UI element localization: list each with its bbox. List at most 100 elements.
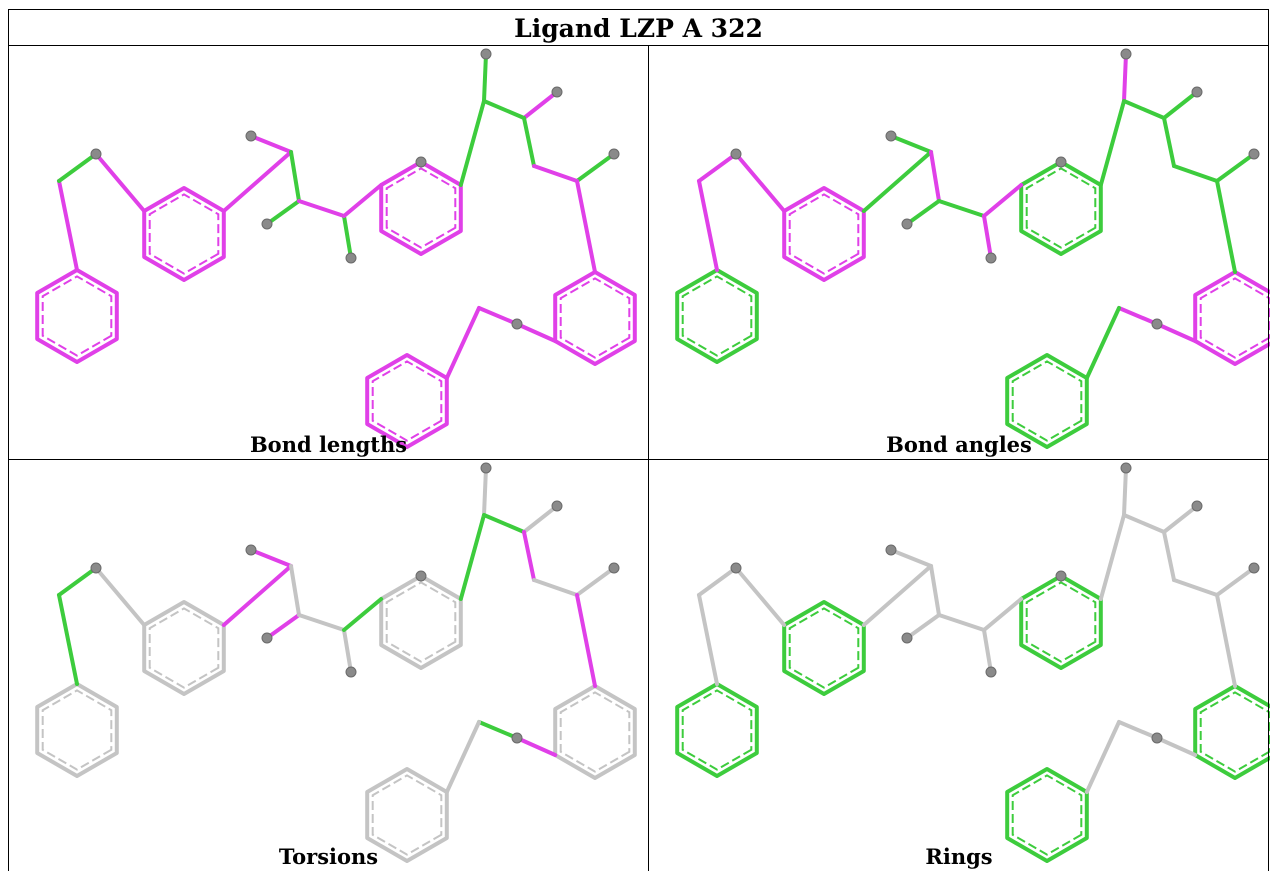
bond-9 [982, 214, 993, 260]
bond-3 [94, 152, 147, 213]
ring-3-aromatic-dash [385, 167, 457, 249]
bond-6 [929, 564, 941, 617]
atom-9 [1151, 732, 1163, 744]
atom-4 [345, 252, 357, 264]
bond-8 [937, 613, 986, 632]
atom-2 [885, 544, 897, 556]
atom-3 [261, 218, 273, 230]
bond-6 [929, 150, 941, 203]
bond-19 [515, 736, 558, 757]
bond-17 [575, 566, 616, 597]
bond-10 [982, 183, 1024, 218]
caption-torsions: Torsions [278, 844, 379, 869]
ring-4-aromatic-dash [1199, 277, 1270, 359]
bond-1 [57, 179, 79, 272]
ring-2 [142, 186, 226, 282]
bond-6 [289, 150, 301, 203]
ring-2-aromatic-dash [788, 193, 860, 275]
atom-2 [245, 544, 257, 556]
bond-1 [697, 593, 719, 686]
bond-21 [1084, 306, 1121, 380]
caption-rings: Rings [925, 844, 993, 869]
atom-5 [415, 156, 427, 168]
atom-9 [511, 318, 523, 330]
caption-bond-lengths: Bond lengths [249, 432, 408, 457]
ring-5-aromatic-dash [371, 774, 443, 856]
molecule [675, 48, 1270, 449]
bond-4 [861, 150, 933, 213]
ring-5-aromatic-dash [1011, 360, 1083, 442]
ring-3 [379, 160, 463, 256]
bond-18 [575, 179, 597, 274]
bond-15 [522, 530, 536, 582]
table-title-cell: Ligand LZP A 322 [8, 9, 1269, 46]
atom-3 [901, 218, 913, 230]
ring-2-aromatic-dash [148, 607, 220, 689]
atom-9 [511, 732, 523, 744]
ring-4 [553, 684, 637, 780]
bond-15 [522, 116, 536, 168]
bond-21 [444, 306, 481, 380]
bond-9 [982, 628, 993, 674]
atom-5 [1055, 156, 1067, 168]
bond-10 [342, 183, 384, 218]
atom-7 [551, 86, 563, 98]
bond-17 [575, 152, 616, 183]
atom-6 [480, 48, 492, 60]
ring-4-aromatic-dash [559, 277, 631, 359]
bond-3 [734, 566, 787, 627]
atom-6 [1120, 48, 1132, 60]
panel-torsions: Torsions [8, 460, 648, 871]
bond-4 [221, 564, 293, 627]
atom-7 [551, 500, 563, 512]
bond-8 [297, 199, 346, 218]
ring-4 [1193, 684, 1270, 780]
bond-14 [1162, 90, 1199, 120]
atom-9 [1151, 318, 1163, 330]
bond-14 [1162, 504, 1199, 534]
ring-2 [782, 600, 866, 696]
atom-1 [90, 148, 102, 160]
atom-3 [901, 632, 913, 644]
atom-7 [1191, 500, 1203, 512]
bond-11 [1098, 513, 1126, 601]
ring-3-aromatic-dash [1025, 167, 1097, 249]
bond-19 [1155, 736, 1198, 757]
bond-10 [342, 597, 384, 632]
ring-3-aromatic-dash [1025, 581, 1097, 663]
bond-10 [982, 597, 1024, 632]
molecule [675, 462, 1270, 863]
atom-1 [90, 562, 102, 574]
bond-15 [1162, 530, 1176, 582]
bond-14 [522, 90, 559, 120]
bond-7 [265, 199, 301, 226]
bond-3 [734, 152, 787, 213]
bond-20 [1117, 306, 1159, 326]
molecule-diagram-rings [675, 462, 1270, 863]
ring-2-aromatic-dash [788, 607, 860, 689]
ring-2 [142, 600, 226, 696]
ring-5-aromatic-dash [1011, 774, 1083, 856]
panel-rings: Rings [648, 460, 1270, 871]
bond-17 [1215, 152, 1256, 183]
bond-8 [297, 613, 346, 632]
bond-6 [289, 564, 301, 617]
bond-13 [482, 99, 526, 120]
atom-4 [985, 252, 997, 264]
bond-5 [249, 548, 293, 568]
ring-1-aromatic-dash [681, 689, 753, 771]
ring-3 [1019, 574, 1103, 670]
atom-8 [608, 148, 620, 160]
bond-21 [444, 720, 481, 794]
bond-7 [265, 613, 301, 640]
bond-16 [532, 578, 579, 597]
ring-4 [553, 270, 637, 366]
ring-5-aromatic-dash [371, 360, 443, 442]
bond-1 [697, 179, 719, 272]
atom-5 [415, 570, 427, 582]
bond-18 [575, 593, 597, 688]
bond-12 [1122, 52, 1128, 103]
atom-8 [608, 562, 620, 574]
ring-4-aromatic-dash [1199, 691, 1270, 773]
ring-4 [1193, 270, 1270, 366]
